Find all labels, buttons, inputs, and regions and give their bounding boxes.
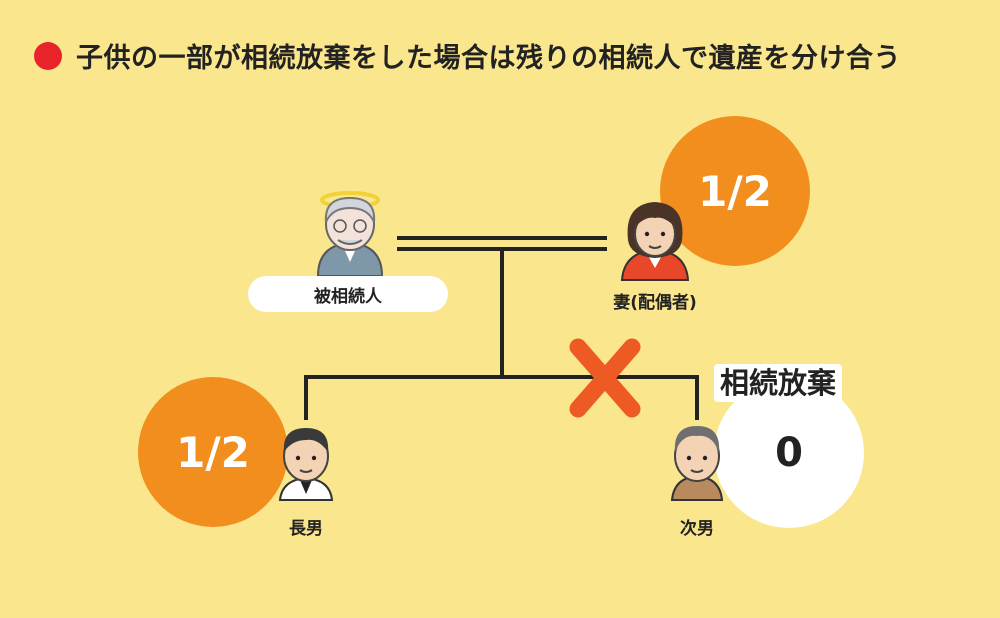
deceased-label: 被相続人 [314, 286, 382, 307]
second-son-share-circle: 0 [714, 378, 864, 528]
second-son-figure-icon [670, 426, 724, 501]
deceased-label-pill: 被相続人 [248, 276, 448, 312]
spouse-share-circle: 1/2 [660, 116, 810, 266]
eldest-son-label: 長男 [289, 519, 323, 539]
spouse-figure-icon [620, 202, 690, 281]
eldest-son-share: 1/2 [176, 427, 250, 477]
eldest-son-share-circle: 1/2 [138, 377, 288, 527]
family-tree-lines [304, 249, 699, 420]
title-text: 子供の一部が相続放棄をした場合は残りの相続人で遺産を分け合う [76, 43, 901, 74]
marriage-line [397, 236, 607, 251]
second-son-label: 次男 [680, 519, 714, 539]
page-title: 子供の一部が相続放棄をした場合は残りの相続人で遺産を分け合う [34, 36, 901, 75]
second-son-share: 0 [775, 430, 803, 476]
red-dot-icon [34, 41, 62, 70]
cross-mark-icon [569, 338, 641, 418]
deceased-figure-icon [316, 191, 384, 277]
spouse-share: 1/2 [698, 166, 772, 216]
renunciation-label: 相続放棄 [714, 364, 843, 402]
eldest-son-figure-icon [278, 428, 334, 501]
spouse-label: 妻(配偶者) [613, 293, 697, 313]
